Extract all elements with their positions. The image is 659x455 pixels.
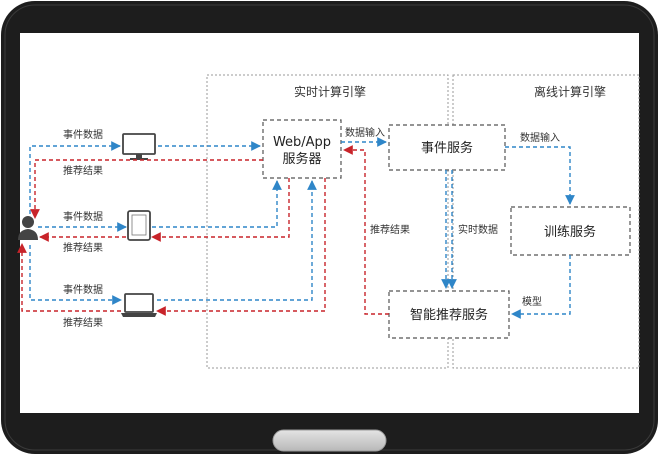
desktop-monitor-icon <box>122 133 156 160</box>
realtime-engine-container <box>206 74 449 369</box>
recommendation-to-server-arrow <box>343 145 389 315</box>
tablet-to-server-arrow <box>152 180 282 228</box>
laptop-result-to-user-arrow <box>17 243 121 312</box>
training-service-box[interactable] <box>510 206 631 256</box>
laptop-to-server-arrow <box>157 180 317 301</box>
training-service-label: 训练服务 <box>544 224 596 240</box>
realtime-engine-title: 实时计算引擎 <box>294 84 366 99</box>
desktop-event-arrow <box>29 141 121 214</box>
recommend-result-label: 推荐结果 <box>370 223 410 236</box>
desktop-result-label: 推荐结果 <box>63 164 103 177</box>
tablet-event-label: 事件数据 <box>63 210 103 223</box>
training-to-recommendation-arrow <box>511 255 571 319</box>
server-to-laptop-result-arrow <box>156 178 326 316</box>
event-service-box[interactable] <box>388 124 506 171</box>
laptop-event-arrow <box>29 245 122 305</box>
web-app-server-label-line2: 服务器 <box>282 151 321 167</box>
server-to-desktop-result-arrow <box>30 159 263 219</box>
event-to-training-arrow <box>505 146 575 205</box>
model-label: 模型 <box>522 295 542 308</box>
desktop-event-label: 事件数据 <box>63 128 103 141</box>
web-app-server-label-line1: Web/App <box>273 135 331 150</box>
laptop-result-label: 推荐结果 <box>63 316 103 329</box>
laptop-event-label: 事件数据 <box>63 283 103 296</box>
web-app-server-box[interactable] <box>262 119 342 179</box>
home-button[interactable] <box>272 429 387 452</box>
server-to-tablet-result-arrow <box>151 178 290 242</box>
recommendation-service-label: 智能推荐服务 <box>410 307 488 323</box>
laptop-icon <box>121 293 157 317</box>
offline-engine-container <box>452 74 640 369</box>
event-service-label: 事件服务 <box>421 140 473 156</box>
offline-engine-title: 离线计算引擎 <box>534 84 606 99</box>
tablet-icon <box>127 210 151 241</box>
tablet-result-label: 推荐结果 <box>63 241 103 254</box>
realtime-data-label: 实时数据 <box>458 223 498 236</box>
data-input-label: 数据输入 <box>345 126 385 139</box>
user-icon <box>18 216 38 240</box>
offline-data-input-label: 数据输入 <box>520 131 560 144</box>
